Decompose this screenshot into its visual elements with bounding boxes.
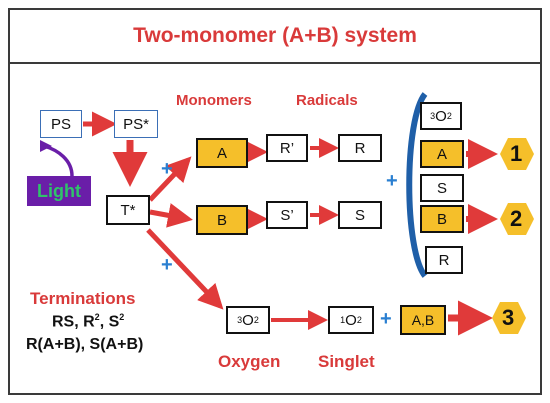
label-monomers: Monomers xyxy=(176,92,252,109)
plus-sign-oxygen: + xyxy=(161,254,173,276)
arrow-tstar-to-a xyxy=(148,156,192,202)
diagram-title: Two-monomer (A+B) system xyxy=(133,24,417,47)
product-number-2: 2 xyxy=(510,206,523,231)
terminations-line-1: RS, R2, S2 xyxy=(52,312,125,331)
node-radical-r: R xyxy=(338,134,382,162)
plus-sign-singlet: + xyxy=(380,308,392,330)
node-monomer-b: B xyxy=(196,205,248,235)
product-hexagon-2 xyxy=(500,203,534,235)
label-oxygen: Oxygen xyxy=(218,352,281,371)
terminations-line-2: R(A+B), S(A+B) xyxy=(26,336,144,353)
node-light: Light xyxy=(27,176,91,206)
node-ps-star: PS* xyxy=(114,110,158,138)
diagram-frame xyxy=(8,8,542,395)
stack-item-s: S xyxy=(420,174,464,202)
node-t-star: T* xyxy=(106,195,150,225)
arrow-tstar-to-oxygen xyxy=(146,228,224,310)
node-radical-r-prime: R’ xyxy=(266,134,308,162)
stack-item-b: B xyxy=(420,205,464,233)
node-radical-s-prime: S’ xyxy=(266,201,308,229)
product-hexagon-3 xyxy=(492,302,526,334)
title-band xyxy=(10,10,540,64)
arrow-tstar-to-b xyxy=(149,203,193,228)
stack-item-r: R xyxy=(425,246,463,274)
label-terminations: Terminations xyxy=(30,289,136,308)
label-singlet: Singlet xyxy=(318,352,375,371)
arrow-light-to-ps-head xyxy=(40,140,52,152)
arrow-light-to-ps xyxy=(43,144,74,177)
node-ab: A,B xyxy=(400,305,446,335)
plus-sign-stack: + xyxy=(386,170,398,192)
plus-sign-a: + xyxy=(161,158,173,180)
node-radical-s: S xyxy=(338,201,382,229)
node-ps: PS xyxy=(40,110,82,138)
product-number-3: 3 xyxy=(502,305,515,330)
node-monomer-a: A xyxy=(196,138,248,168)
stack-item-a: A xyxy=(420,140,464,168)
product-hexagon-1 xyxy=(500,138,534,170)
stack-bracket xyxy=(406,92,428,278)
label-radicals: Radicals xyxy=(296,92,358,109)
product-number-1: 1 xyxy=(510,141,523,166)
